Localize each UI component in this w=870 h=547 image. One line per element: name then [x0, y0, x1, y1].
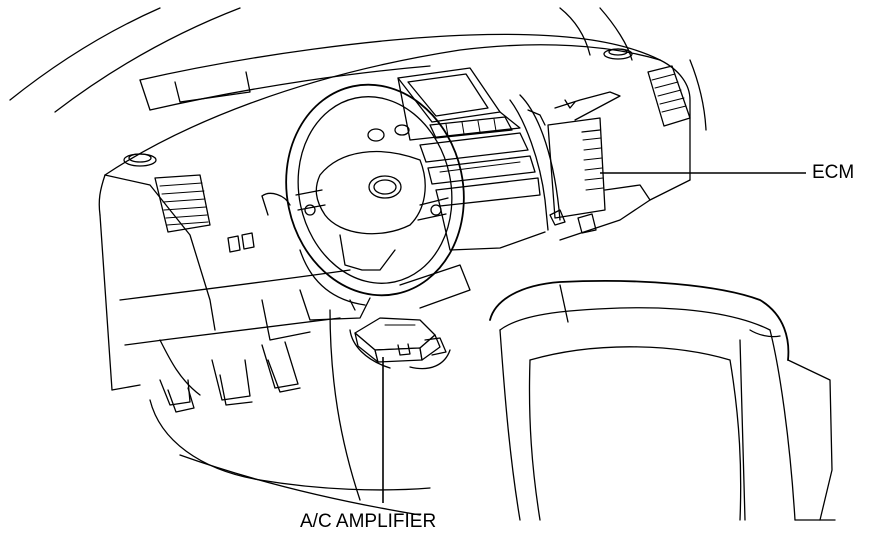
ecm-module	[527, 91, 691, 241]
pedals	[159, 341, 301, 413]
dashboard-top	[98, 33, 691, 216]
ac-amplifier-callout-label: A/C AMPLIFIER	[300, 511, 437, 532]
left-lower-panel	[99, 174, 351, 391]
ac-amplifier-module	[349, 317, 451, 370]
steering-wheel	[285, 83, 465, 306]
right-air-vent	[647, 65, 691, 127]
left-air-vent	[154, 174, 211, 233]
center-stack	[397, 67, 561, 251]
windshield-edges	[9, 7, 707, 131]
steering-column	[261, 264, 471, 341]
ecm-callout-label: ECM	[812, 162, 855, 183]
callout-leaders	[382, 172, 806, 503]
footwell	[149, 309, 431, 516]
passenger-seat	[489, 279, 836, 521]
